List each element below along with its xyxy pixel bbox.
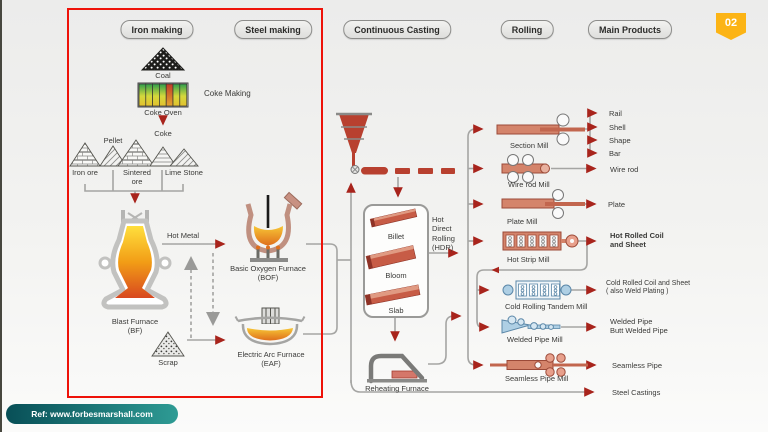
coal-label: Coal — [155, 71, 171, 80]
bof-name: Basic Oxygen Furnace — [230, 264, 306, 273]
iron-steel-making-highlight-box — [67, 8, 323, 398]
product-cold-rolled: Cold Rolled Coil and Sheet ( also Weld P… — [606, 280, 690, 297]
wire-rod-mill-label: Wire rod Mill — [508, 180, 550, 189]
product-bar: Bar — [609, 149, 621, 158]
eaf-vessel — [234, 307, 306, 346]
scrap-label: Scrap — [158, 358, 178, 367]
bof-abbr: (BOF) — [257, 273, 279, 282]
iron-ore-label: Iron ore — [72, 168, 98, 177]
blast-furnace — [98, 210, 172, 310]
product-welded-pipe: Welded Pipe Butt Welded Pipe — [610, 317, 668, 335]
welded-pipe-mill — [501, 315, 561, 334]
seamless-pipe-mill — [490, 353, 588, 377]
stage-pill-rolling[interactable]: Rolling — [500, 20, 554, 39]
hdr-line4: (HDR) — [432, 243, 454, 253]
bof-vessel — [245, 191, 303, 262]
product-wire-rod: Wire rod — [610, 164, 639, 174]
cold-rolling-tandem-mill — [502, 280, 572, 300]
eaf-abbr: (EAF) — [261, 359, 281, 368]
product-cold-rolled-line2: ( also Weld Plating ) — [606, 288, 669, 296]
scrap-triangle — [151, 331, 185, 357]
bloom-label: Bloom — [385, 271, 407, 280]
blast-furnace-name: Blast Furnace — [111, 317, 159, 326]
coke-label: Coke — [154, 129, 172, 138]
hdr-line3: Rolling — [432, 233, 455, 243]
product-hot-rolled-line2: and Sheet — [610, 240, 646, 249]
hdr-line1: Hot — [432, 215, 444, 224]
product-rail: Rail — [609, 109, 622, 118]
reheating-furnace-label: Reheating Furnace — [365, 384, 429, 393]
plate-mill-label: Plate Mill — [507, 217, 538, 226]
product-welded-pipe-line1: Welded Pipe — [610, 317, 653, 326]
product-shape: Shape — [609, 136, 631, 145]
product-seamless-pipe: Seamless Pipe — [612, 361, 663, 370]
blast-furnace-abbr: (BF) — [127, 326, 143, 335]
eaf-label: Electric Arc Furnace (EAF) — [237, 350, 304, 368]
coke-oven-label: Coke Oven — [144, 108, 182, 117]
coal-triangle — [140, 47, 186, 71]
slide-left-border — [0, 0, 2, 432]
billet-bloom-slab-box — [363, 204, 429, 318]
product-shell: Shell — [609, 122, 626, 132]
stage-pill-steel-making[interactable]: Steel making — [234, 20, 312, 39]
cold-rolling-tandem-mill-label: Cold Rolling Tandem Mill — [505, 302, 588, 311]
hot-metal-label: Hot Metal — [166, 231, 200, 240]
bof-label: Basic Oxygen Furnace (BOF) — [230, 264, 306, 282]
reference-link[interactable]: Ref: www.forbesmarshall.com — [6, 404, 178, 424]
flow-lines — [84, 108, 598, 397]
stage-pill-iron-making[interactable]: Iron making — [120, 20, 194, 39]
eaf-name: Electric Arc Furnace — [237, 350, 305, 359]
sintered-ore-label: Sintered ore — [123, 168, 151, 186]
hdr-label: Hot Direct Rolling (HDR) — [432, 215, 455, 253]
product-steel-castings: Steel Castings — [612, 388, 661, 397]
sintered-ore-line2: ore — [131, 177, 143, 186]
section-mill-label: Section Mill — [510, 141, 549, 150]
sintered-ore-line1: Sintered — [123, 168, 151, 177]
product-cold-rolled-line1: Cold Rolled Coil and Sheet — [606, 280, 691, 287]
product-welded-pipe-line2: Butt Welded Pipe — [610, 326, 668, 335]
casting-tundish — [336, 112, 455, 175]
reheating-furnace — [367, 353, 427, 384]
hot-strip-mill-label: Hot Strip Mill — [507, 255, 550, 264]
coke-making-label: Coke Making — [204, 89, 251, 98]
blast-furnace-label: Blast Furnace (BF) — [112, 317, 158, 335]
welded-pipe-mill-label: Welded Pipe Mill — [507, 335, 563, 344]
stage-pill-main-products[interactable]: Main Products — [587, 20, 673, 39]
stage-pill-continuous-casting[interactable]: Continuous Casting — [343, 20, 451, 39]
pellet-label: Pellet — [103, 136, 123, 145]
product-hot-rolled: Hot Rolled Coil and Sheet — [610, 231, 664, 249]
billet-label: Billet — [387, 232, 405, 241]
raw-material-triangles — [69, 139, 199, 167]
slab-label: Slab — [388, 306, 404, 315]
hot-strip-mill — [502, 231, 579, 251]
section-mill — [496, 113, 585, 146]
coke-oven — [137, 82, 189, 108]
seamless-pipe-mill-label: Seamless Pipe Mill — [505, 374, 569, 383]
plate-mill — [501, 189, 585, 219]
hdr-line2: Direct — [432, 224, 452, 234]
lime-stone-label: Lime Stone — [165, 168, 203, 177]
product-hot-rolled-line1: Hot Rolled Coil — [610, 231, 664, 240]
wire-rod-mill — [501, 154, 550, 183]
product-plate: Plate — [608, 200, 626, 209]
